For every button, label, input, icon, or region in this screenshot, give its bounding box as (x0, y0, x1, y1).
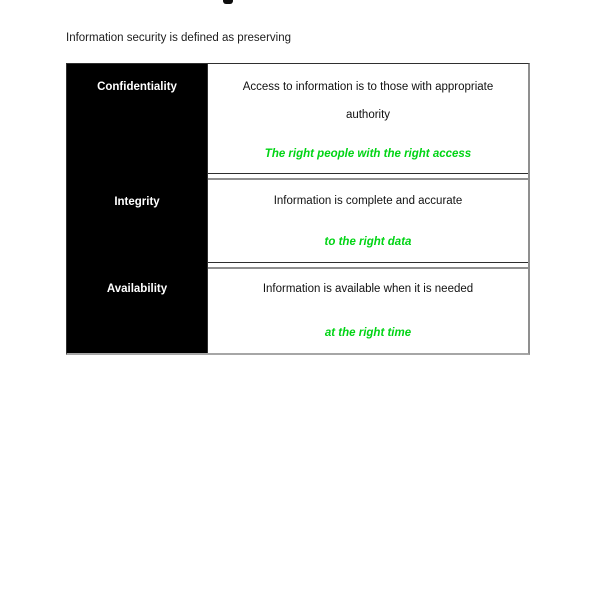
definition-text-line: Access to information is to those with a… (242, 81, 494, 93)
term-label: Confidentiality (97, 81, 177, 93)
definition-text-line: Information is complete and accurate (273, 195, 463, 207)
definition-column: Access to information is to those with a… (207, 64, 528, 353)
term-cell-availability: Availability (67, 268, 207, 353)
intro-text: Information security is defined as prese… (66, 32, 291, 44)
definition-text-line: authority (345, 109, 391, 121)
term-label: Availability (106, 283, 168, 295)
term-cell-confidentiality: Confidentiality (67, 64, 207, 180)
row-divider (208, 262, 528, 269)
term-column: Confidentiality Integrity Availability (67, 64, 207, 353)
row-divider (208, 173, 528, 180)
definition-cell-availability: Information is available when it is need… (208, 269, 528, 353)
clipped-heading-descender-fragment (223, 0, 233, 4)
cia-definition-table: Confidentiality Integrity Availability A… (66, 63, 530, 355)
highlight-text: at the right time (324, 327, 412, 339)
definition-cell-integrity: Information is complete and accurate to … (208, 180, 528, 262)
term-label: Integrity (114, 196, 160, 208)
term-cell-integrity: Integrity (67, 180, 207, 268)
highlight-text: The right people with the right access (264, 148, 472, 160)
definition-cell-confidentiality: Access to information is to those with a… (208, 64, 528, 173)
definition-text-line: Information is available when it is need… (262, 283, 474, 295)
highlight-text: to the right data (324, 236, 412, 248)
